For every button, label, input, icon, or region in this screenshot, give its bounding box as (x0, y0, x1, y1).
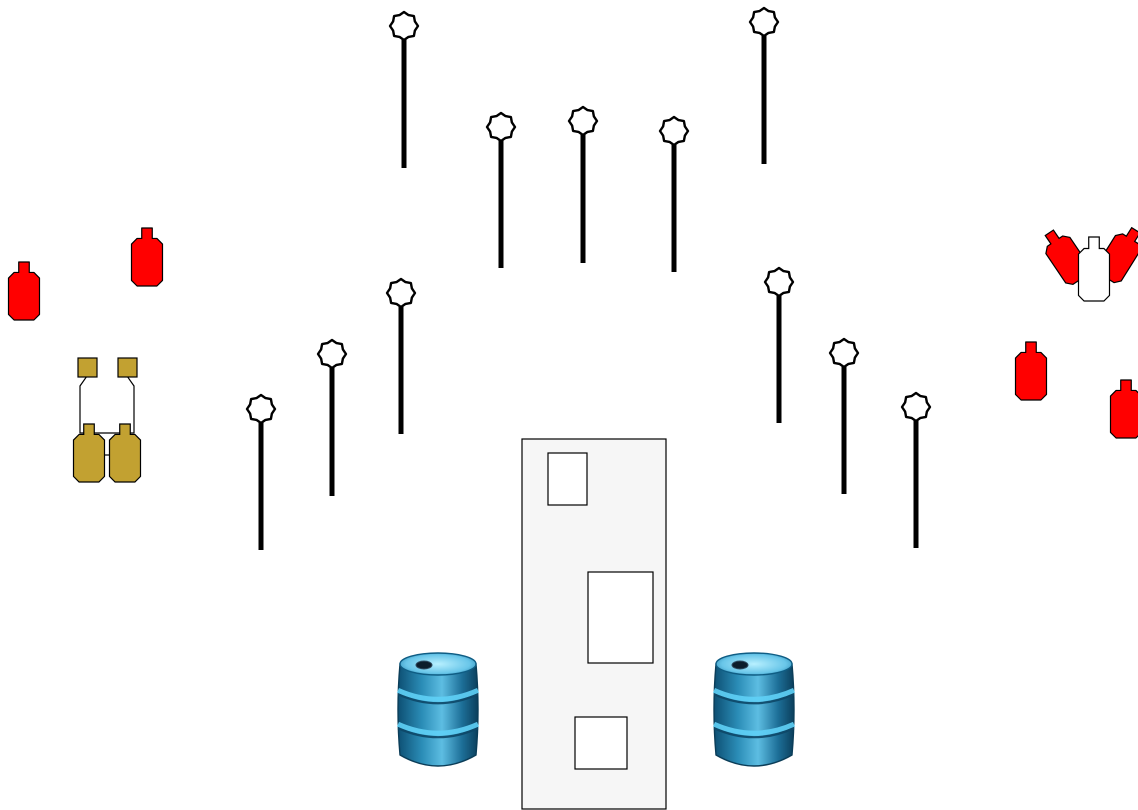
barrel-lid (399, 652, 477, 676)
target-cluster (1044, 226, 1138, 302)
barrel-rib-shadow (397, 693, 479, 705)
barrel-cap (415, 660, 433, 670)
steel-target-group (245, 6, 932, 550)
hardcover-target-group (72, 357, 142, 483)
barrel-rib (396, 688, 480, 702)
barrel-group (396, 652, 796, 767)
barrel (396, 652, 480, 767)
steel-head (245, 393, 277, 425)
steel-plate (763, 266, 795, 423)
barrel-rib-shadow (397, 727, 479, 739)
hardcover-block (117, 357, 138, 378)
steel-plate (567, 105, 599, 263)
barrel-lid (715, 652, 793, 676)
barrel-rib-shadow (713, 727, 795, 739)
barrel-cap (731, 660, 749, 670)
barrel-rib (712, 688, 796, 702)
barrel-body (713, 663, 795, 767)
steel-plate (748, 6, 780, 164)
steel-head (485, 111, 517, 143)
steel-plate (316, 338, 348, 496)
steel-plate (900, 391, 932, 548)
steel-head (658, 115, 690, 147)
steel-plate (828, 337, 860, 494)
shoot-target (1109, 379, 1138, 439)
steel-head (385, 277, 417, 309)
wall-opening-bottom (574, 716, 628, 770)
hardcover-frame (79, 375, 135, 434)
barrel-rib (396, 721, 480, 736)
shoot-target (7, 261, 41, 321)
barrel-body (397, 663, 479, 767)
steel-head (388, 10, 420, 42)
steel-head (828, 337, 860, 369)
steel-plate (388, 10, 420, 168)
steel-head (763, 266, 795, 298)
steel-plate (245, 393, 277, 550)
steel-head (567, 105, 599, 137)
steel-head (748, 6, 780, 38)
shoot-target (130, 227, 164, 287)
wall-opening-top (547, 452, 588, 506)
shoot-target (1014, 341, 1048, 401)
steel-plate (485, 111, 517, 268)
steel-head (316, 338, 348, 370)
steel-head (900, 391, 932, 423)
barrel-rib-shadow (713, 693, 795, 705)
no-shoot-target (1077, 236, 1111, 302)
hardcover-target (72, 423, 106, 483)
steel-plate (385, 277, 417, 434)
barrel-rib (712, 721, 796, 736)
hardcover-target (108, 423, 142, 483)
wall-opening-middle (587, 571, 654, 664)
barrel (712, 652, 796, 767)
hardcover-block (77, 357, 98, 378)
paper-target-group (7, 226, 1138, 483)
wall-structure (521, 438, 667, 810)
steel-plate (658, 115, 690, 272)
